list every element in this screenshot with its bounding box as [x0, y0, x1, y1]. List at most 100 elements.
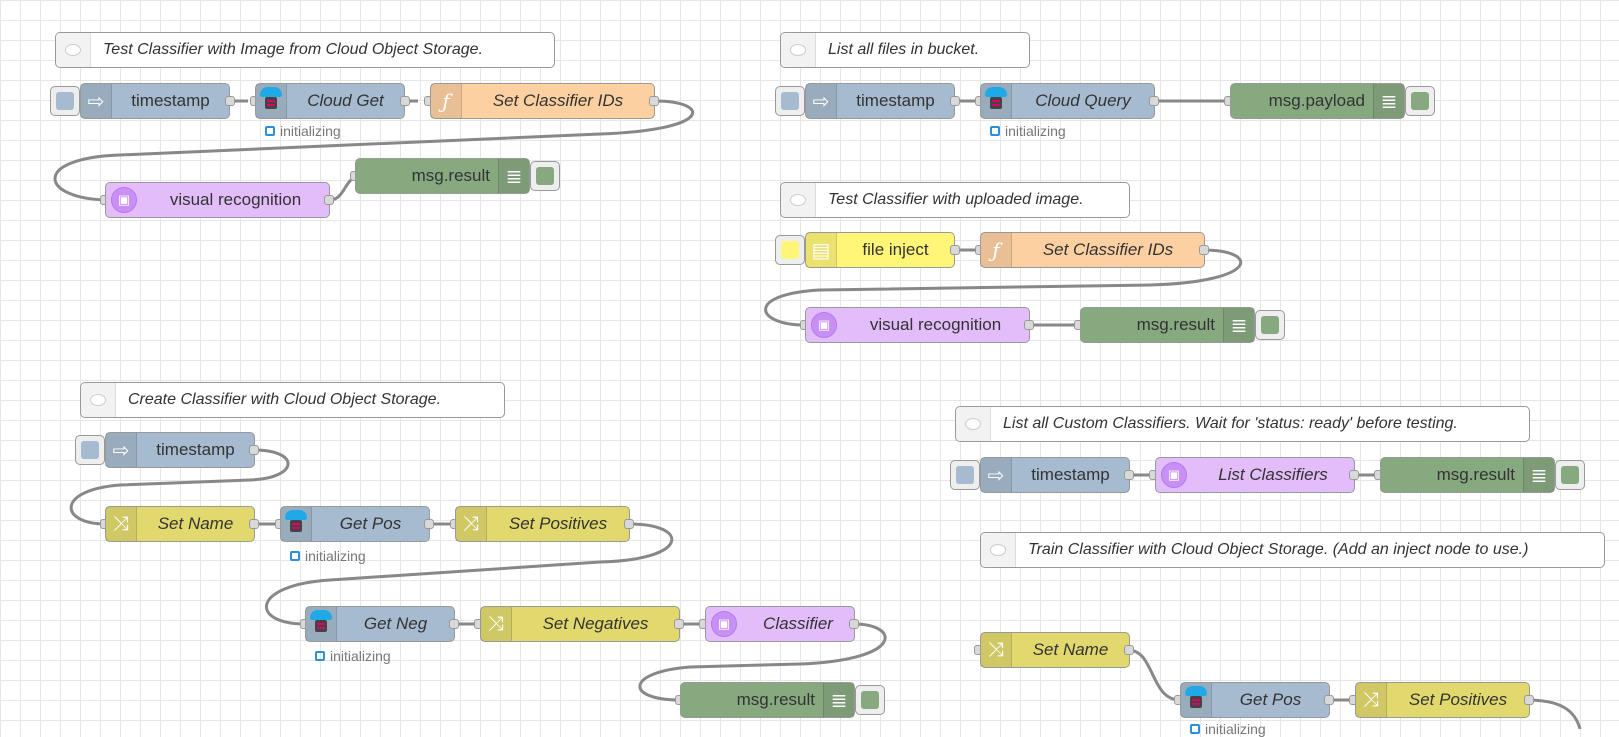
- visual-recognition-node[interactable]: ▣ List Classifiers: [1155, 457, 1355, 493]
- inject-button[interactable]: [50, 86, 80, 116]
- wire[interactable]: [638, 622, 887, 702]
- output-port[interactable]: [1199, 245, 1209, 255]
- visual-recognition-node[interactable]: ▣ visual recognition: [105, 182, 330, 218]
- debug-node[interactable]: msg.result ≣: [1080, 307, 1255, 343]
- comment-text: List all files in bucket.: [828, 41, 980, 58]
- output-port[interactable]: [950, 96, 960, 106]
- function-icon: ƒ: [981, 233, 1012, 267]
- node-label: Set Classifier IDs: [492, 91, 624, 110]
- cloud-get-node[interactable]: Cloud Get: [255, 83, 405, 119]
- arrow-icon: ⇨: [81, 84, 112, 118]
- cloud-get-node[interactable]: Get Pos: [280, 506, 430, 542]
- change-node[interactable]: ⤨ Set Name: [980, 632, 1130, 668]
- debug-list-icon: ≣: [823, 683, 854, 717]
- debug-node[interactable]: msg.result ≣: [1380, 457, 1555, 493]
- change-node[interactable]: ⤨ Set Positives: [455, 506, 630, 542]
- node-label: msg.payload: [1268, 91, 1365, 110]
- output-port[interactable]: [1324, 695, 1334, 705]
- debug-node[interactable]: msg.result ≣: [355, 158, 530, 194]
- function-node[interactable]: ƒ Set Classifier IDs: [980, 232, 1205, 268]
- inject-button[interactable]: [75, 435, 105, 465]
- debug-toggle-button[interactable]: [530, 161, 560, 191]
- comment-node[interactable]: Test Classifier with uploaded image.: [780, 182, 1130, 218]
- output-port[interactable]: [424, 519, 434, 529]
- node-label: Get Neg: [363, 614, 428, 633]
- output-port[interactable]: [1024, 320, 1034, 330]
- output-port[interactable]: [624, 519, 634, 529]
- comment-node[interactable]: List all Custom Classifiers. Wait for 's…: [955, 406, 1530, 442]
- change-node[interactable]: ⤨ Set Negatives: [480, 606, 680, 642]
- output-port[interactable]: [449, 619, 459, 629]
- node-label: file inject: [862, 240, 929, 259]
- output-port[interactable]: [674, 619, 684, 629]
- output-port[interactable]: [1124, 645, 1134, 655]
- cloud-get-node[interactable]: Get Neg: [305, 606, 455, 642]
- inject-node[interactable]: ⇨ timestamp: [105, 432, 255, 468]
- output-port[interactable]: [849, 619, 859, 629]
- output-port[interactable]: [950, 245, 960, 255]
- comment-node[interactable]: Create Classifier with Cloud Object Stor…: [80, 382, 505, 418]
- inject-node[interactable]: ⇨ timestamp: [805, 83, 955, 119]
- debug-node[interactable]: msg.result ≣: [680, 682, 855, 718]
- visual-recognition-node[interactable]: ▣ Classifier: [705, 606, 855, 642]
- debug-toggle-button[interactable]: [1555, 460, 1585, 490]
- node-status: initializing: [1190, 721, 1266, 737]
- output-port[interactable]: [1524, 695, 1534, 705]
- cloud-object-storage-icon: [981, 84, 1012, 118]
- cloud-query-node[interactable]: Cloud Query: [980, 83, 1155, 119]
- status-dot-icon: [265, 126, 275, 136]
- inject-button[interactable]: [775, 86, 805, 116]
- output-port[interactable]: [249, 445, 259, 455]
- cloud-object-storage-icon: [256, 84, 287, 118]
- debug-toggle-button[interactable]: [1405, 86, 1435, 116]
- comment-node[interactable]: Test Classifier with Image from Cloud Ob…: [55, 32, 555, 68]
- output-port[interactable]: [249, 519, 259, 529]
- node-label: msg.result: [736, 690, 815, 709]
- debug-list-icon: ≣: [1223, 308, 1254, 342]
- comment-node[interactable]: Train Classifier with Cloud Object Stora…: [980, 532, 1605, 568]
- wire[interactable]: [265, 522, 674, 626]
- inject-node[interactable]: ⇨ timestamp: [980, 457, 1130, 493]
- comment-text: Test Classifier with Image from Cloud Ob…: [103, 41, 484, 58]
- wire[interactable]: [764, 248, 1243, 327]
- debug-list-icon: ≣: [1373, 84, 1404, 118]
- change-node[interactable]: ⤨ Set Name: [105, 506, 255, 542]
- inject-button[interactable]: [775, 235, 805, 265]
- output-port[interactable]: [324, 195, 334, 205]
- file-inject-node[interactable]: ▤ file inject: [805, 232, 955, 268]
- comment-icon: [781, 183, 816, 217]
- output-port[interactable]: [1149, 96, 1159, 106]
- cloud-get-node[interactable]: Get Pos: [1180, 682, 1330, 718]
- output-port[interactable]: [400, 96, 410, 106]
- debug-toggle-button[interactable]: [1255, 310, 1285, 340]
- arrow-icon: ⇨: [106, 433, 137, 467]
- wire[interactable]: [1127, 648, 1181, 702]
- wire[interactable]: [69, 448, 290, 526]
- node-label: timestamp: [131, 91, 210, 110]
- cloud-object-storage-icon: [1181, 683, 1212, 717]
- comment-node[interactable]: List all files in bucket.: [780, 32, 1030, 68]
- function-node[interactable]: ƒ Set Classifier IDs: [430, 83, 655, 119]
- node-label: visual recognition: [169, 190, 302, 209]
- node-status: initializing: [990, 123, 1066, 139]
- output-port[interactable]: [1349, 470, 1359, 480]
- output-port[interactable]: [225, 96, 235, 106]
- node-label: visual recognition: [869, 315, 1002, 334]
- node-label: Set Name: [157, 514, 234, 533]
- inject-button[interactable]: [950, 460, 980, 490]
- node-status: initializing: [265, 123, 341, 139]
- cloud-object-storage-icon: [306, 607, 337, 641]
- debug-node[interactable]: msg.payload ≣: [1230, 83, 1405, 119]
- debug-toggle-button[interactable]: [855, 685, 885, 715]
- output-port[interactable]: [649, 96, 659, 106]
- wire[interactable]: [53, 99, 695, 202]
- node-label: Set Positives: [1408, 690, 1508, 709]
- change-node[interactable]: ⤨ Set Positives: [1355, 682, 1530, 718]
- inject-node[interactable]: ⇨ timestamp: [80, 83, 230, 119]
- shuffle-icon: ⤨: [456, 507, 487, 541]
- visual-recognition-icon: ▣: [706, 607, 742, 641]
- visual-recognition-icon: ▣: [106, 183, 142, 217]
- output-port[interactable]: [1124, 470, 1134, 480]
- wire[interactable]: [1526, 698, 1582, 729]
- visual-recognition-node[interactable]: ▣ visual recognition: [805, 307, 1030, 343]
